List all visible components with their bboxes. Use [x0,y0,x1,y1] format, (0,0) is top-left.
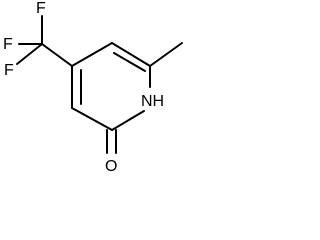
structure-canvas: F F F NH O [0,0,185,178]
molecule-diagram: F F F NH O [3,0,183,175]
bond-n1-c2 [111,110,145,131]
atom-nh: NH [141,93,164,110]
bond-c5-c6-double [113,52,146,72]
atom-f-left: F [3,36,13,53]
bond-c4-cf3 [41,43,73,67]
bond-c4-c5 [71,42,113,67]
bond-c5-c6 [111,42,151,67]
bond-cf3-f-bottom [16,43,43,65]
atom-f-top: F [36,0,46,17]
bond-c2-c3 [71,107,113,131]
bond-c6-methyl [149,42,183,67]
atom-f-bottom: F [4,62,14,79]
atom-o: O [105,158,117,175]
